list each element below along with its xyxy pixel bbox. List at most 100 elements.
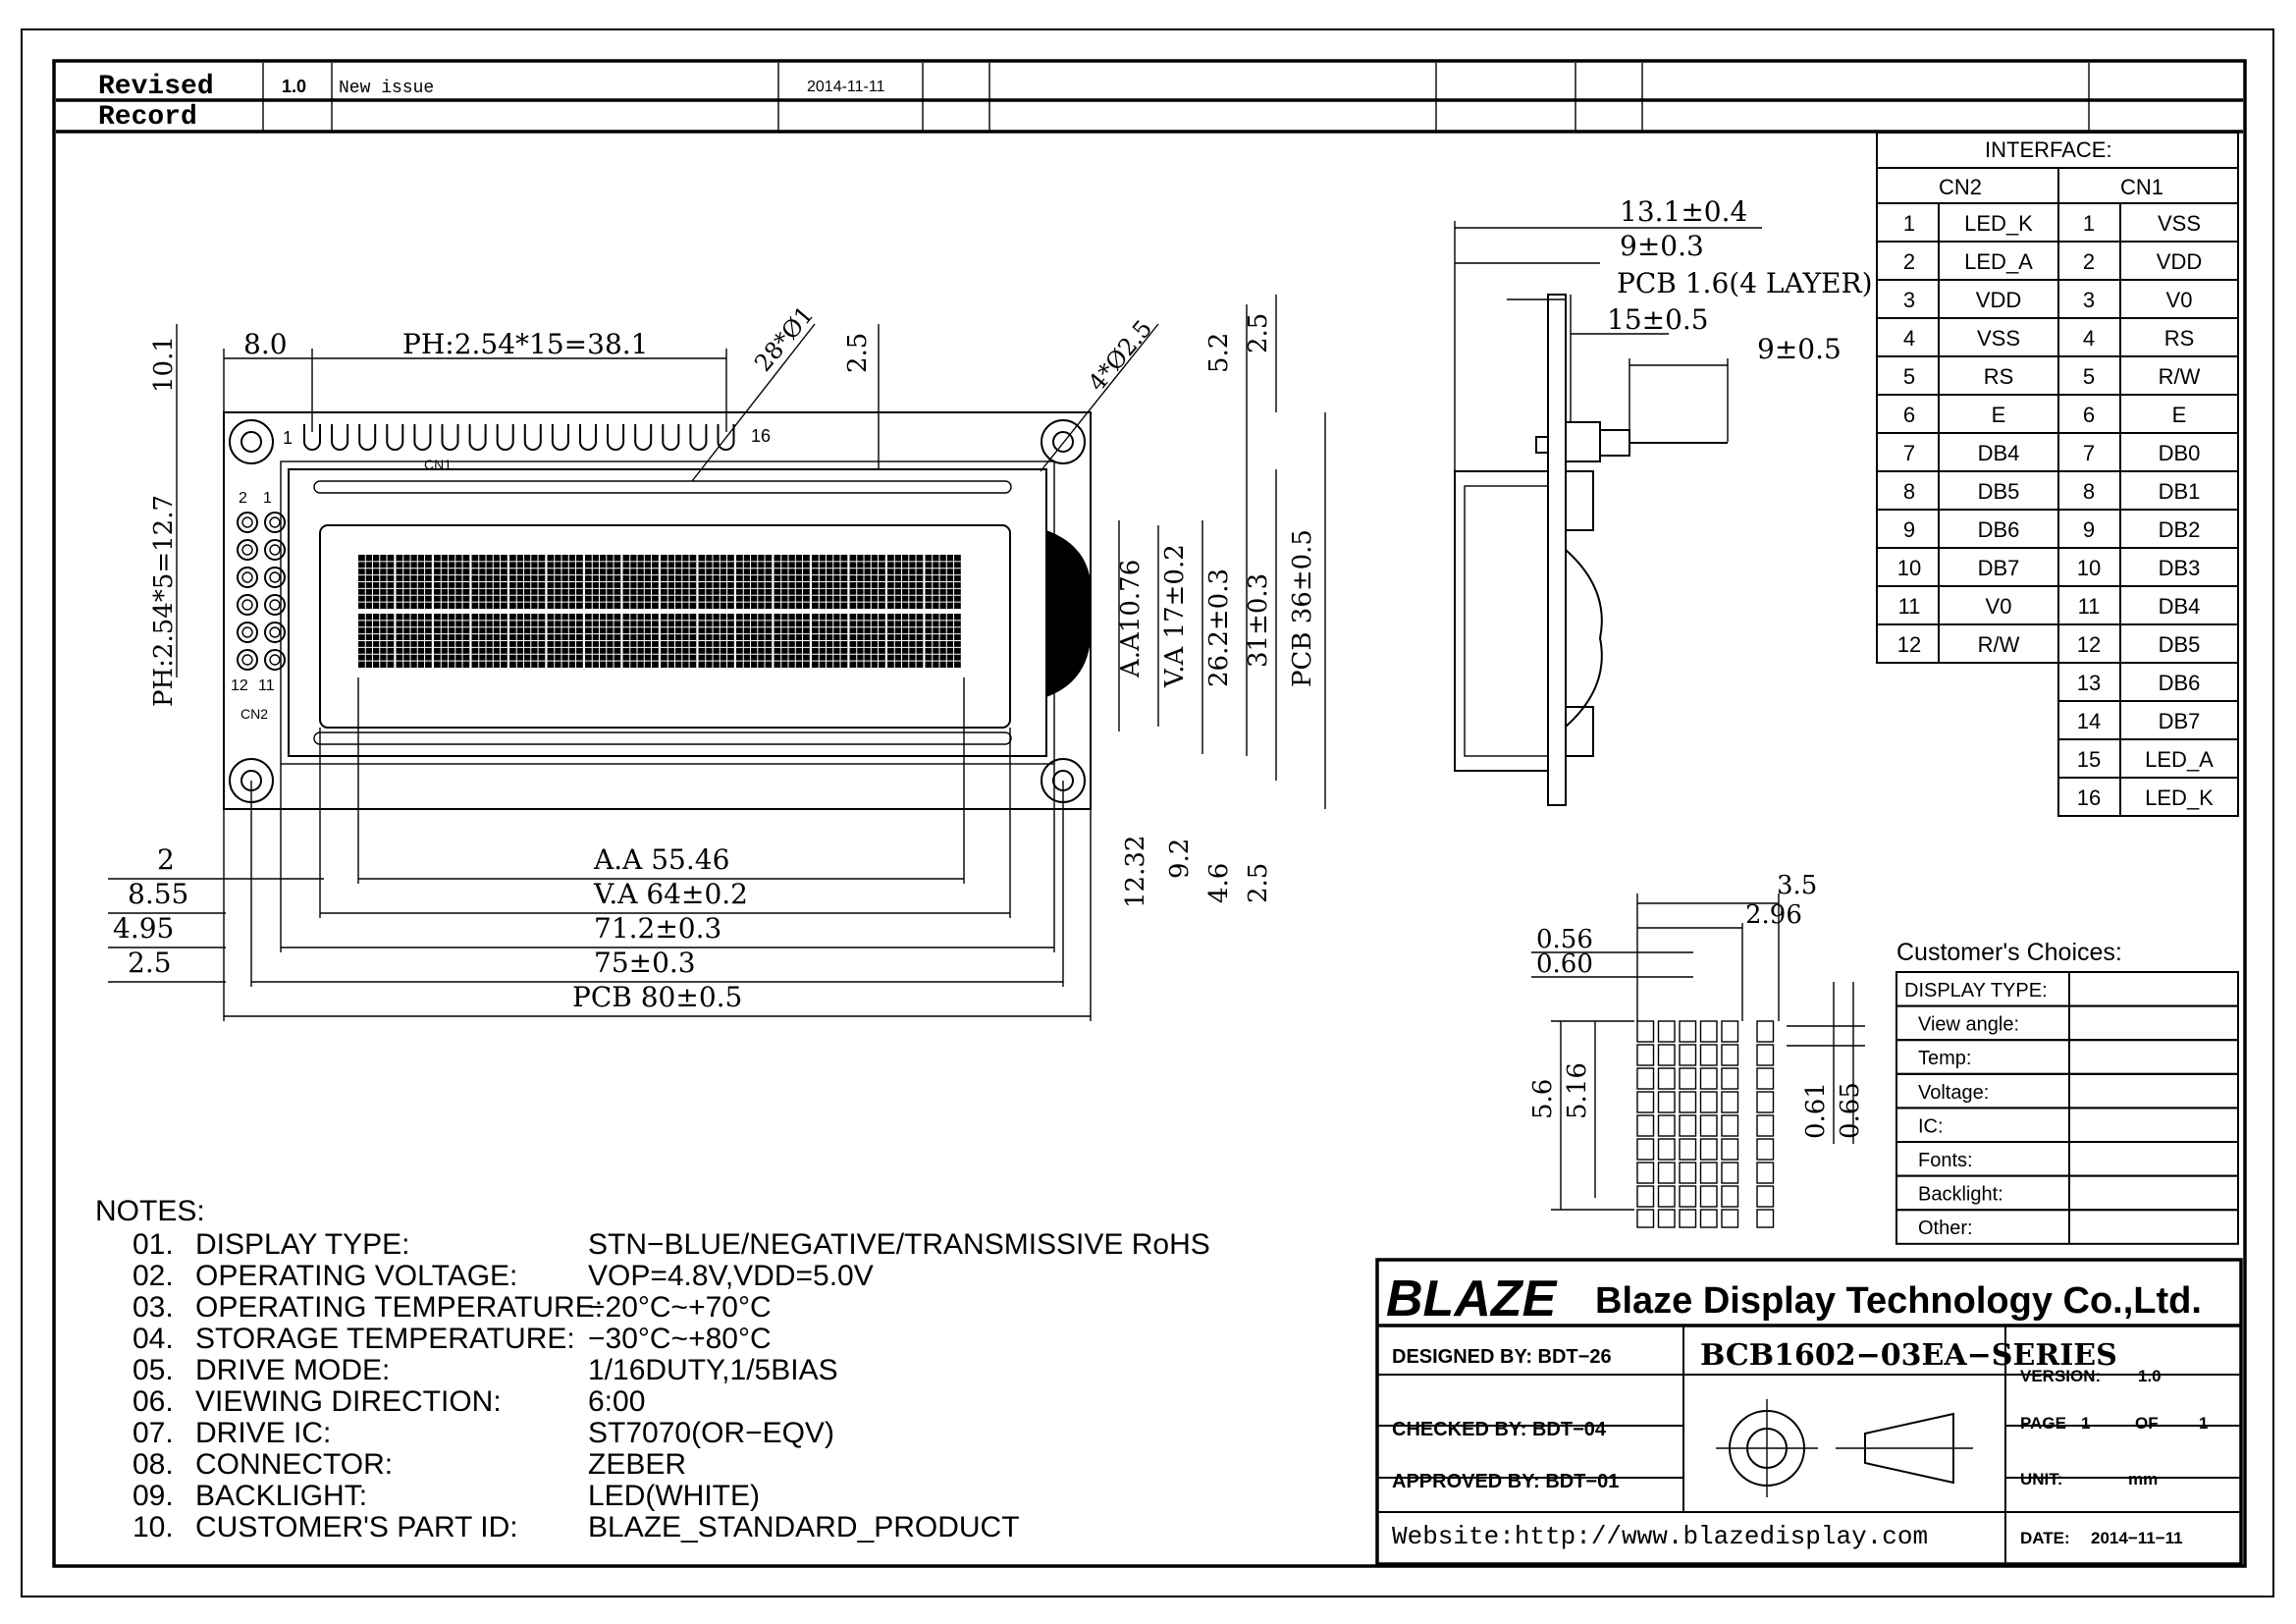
- note-value: BLAZE_STANDARD_PRODUCT: [588, 1511, 1020, 1543]
- dim-10-1: 10.1: [149, 336, 179, 393]
- dot-cell: [1721, 1020, 1739, 1043]
- dim-5-6: 5.6: [1528, 1079, 1558, 1119]
- cn1-signal: DB2: [2159, 517, 2201, 542]
- dot-cell: [1721, 1091, 1739, 1113]
- dot-cell: [1636, 1020, 1655, 1043]
- cn1-pin-number: 16: [2077, 785, 2101, 810]
- note-value: 6:00: [588, 1385, 646, 1418]
- cn2-pin-number: 2: [1903, 249, 1915, 274]
- dim-pitch-left: PH:2.54*5=12.7: [149, 495, 179, 707]
- choice-label: Other:: [1918, 1218, 1973, 1239]
- dot-cell: [1721, 1067, 1739, 1090]
- dim-0-60: 0.60: [1536, 949, 1593, 979]
- cn2-signal: RS: [1984, 364, 2014, 389]
- cn2-signal: DB5: [1978, 479, 2020, 504]
- note-item: 01.DISPLAY TYPE:STN−BLUE/NEGATIVE/TRANSM…: [133, 1229, 1210, 1261]
- note-label: DISPLAY TYPE:: [195, 1228, 410, 1261]
- cn2-pin-number: 10: [1897, 556, 1921, 580]
- dim-26-2: 26.2±0.3: [1204, 568, 1234, 687]
- company-logo: BLAZE: [1386, 1271, 1558, 1327]
- dim-0-65: 0.65: [1836, 1082, 1865, 1139]
- revision-label-1: Revised: [98, 72, 214, 102]
- cn2-pin: [264, 567, 286, 588]
- note-label: BACKLIGHT:: [195, 1480, 368, 1512]
- note-value: ST7070(OR−EQV): [588, 1417, 834, 1449]
- cn2-pins: [237, 512, 286, 671]
- cn1-signal: DB5: [2159, 632, 2201, 657]
- dim-2-5-right: 2.5: [1244, 313, 1273, 353]
- cn2-pin-number: 3: [1903, 288, 1915, 312]
- interface-title: INTERFACE:: [1985, 137, 2112, 162]
- cn2-header: CN2: [1939, 175, 1982, 199]
- dim-13-1: 13.1±0.4: [1620, 195, 1747, 228]
- note-label: STORAGE TEMPERATURE:: [195, 1323, 575, 1355]
- cn1-pin-number: 10: [2077, 556, 2101, 580]
- cn2-pin: [264, 539, 286, 561]
- notes-title: NOTES:: [95, 1195, 205, 1227]
- checked-by: CHECKED BY: BDT−04: [1392, 1419, 1607, 1440]
- dot-cell: [1657, 1138, 1676, 1161]
- dot-cell: [1699, 1185, 1718, 1208]
- cn1-signal: LED_K: [2145, 785, 2214, 810]
- cn1-pin-number: 5: [2083, 364, 2095, 389]
- of-value: 1: [2199, 1414, 2208, 1433]
- cn2-pin-11-label: 11: [258, 677, 275, 694]
- dot-cell: [1636, 1044, 1655, 1066]
- note-label: CUSTOMER'S PART ID:: [195, 1511, 518, 1543]
- dim-aa-height: A.A10.76: [1116, 560, 1146, 678]
- dim-12-32: 12.32: [1121, 836, 1150, 908]
- pin-16-label: 16: [751, 426, 771, 446]
- pin-1-label: 1: [283, 428, 293, 448]
- note-value: ZEBER: [588, 1448, 687, 1481]
- choice-label: Temp:: [1918, 1048, 1971, 1069]
- version-label: VERSION:: [2020, 1367, 2101, 1385]
- cn1-pin-number: 11: [2078, 594, 2101, 619]
- dot-cell: [1657, 1162, 1676, 1184]
- cn1-pin: [523, 424, 542, 451]
- website: Website:http://www.blazedisplay.com: [1392, 1522, 1928, 1551]
- cn2-pin-number: 9: [1903, 517, 1915, 542]
- dot-cell: [1679, 1185, 1697, 1208]
- dim-2-5-top: 2.5: [843, 333, 873, 373]
- cn2-pin: [264, 649, 286, 671]
- dot-cell: [1699, 1091, 1718, 1113]
- cn2-pin: [264, 512, 286, 533]
- cn1-pin-number: 9: [2083, 517, 2095, 542]
- title-block: BLAZE Blaze Display Technology Co.,Ltd. …: [1375, 1258, 2243, 1566]
- page-value: 1: [2081, 1414, 2090, 1433]
- dot-cell: [1721, 1185, 1739, 1208]
- cn1-signal: DB1: [2159, 479, 2201, 504]
- dim-9-2: 9.2: [1165, 839, 1195, 879]
- dim-2-5-left: 2.5: [128, 947, 172, 979]
- cn1-signal: E: [2172, 403, 2187, 427]
- cn2-signal: LED_K: [1964, 211, 2033, 236]
- company-name: Blaze Display Technology Co.,Ltd.: [1595, 1280, 2202, 1322]
- choice-label: Fonts:: [1918, 1150, 1973, 1171]
- dot-cell: [1699, 1114, 1718, 1137]
- cn1-signal: LED_A: [2145, 747, 2214, 772]
- cn2-pin: [237, 567, 258, 588]
- dot-cell: [1699, 1067, 1718, 1090]
- dot-cell: [1657, 1091, 1676, 1113]
- cn2-pin: [237, 594, 258, 616]
- choice-label: Voltage:: [1918, 1082, 1989, 1104]
- dim-8-0: 8.0: [243, 328, 288, 360]
- cn1-header: CN1: [2120, 175, 2163, 199]
- note-item: 03.OPERATING TEMPERATURE:−20°C~+70°C: [133, 1292, 1210, 1324]
- note-label: OPERATING VOLTAGE:: [195, 1260, 518, 1292]
- dot-cell: [1679, 1138, 1697, 1161]
- date-value: 2014−11−11: [2091, 1529, 2183, 1547]
- inner-border: [52, 59, 2247, 1568]
- cn2-pin-number: 11: [1898, 594, 1921, 619]
- dim-0-61: 0.61: [1801, 1082, 1831, 1139]
- note-item: 10.CUSTOMER'S PART ID:BLAZE_STANDARD_PRO…: [133, 1512, 1210, 1543]
- cn1-pin: [717, 424, 735, 451]
- note-label: DRIVE IC:: [195, 1417, 332, 1449]
- note-item: 04.STORAGE TEMPERATURE:−30°C~+80°C: [133, 1324, 1210, 1355]
- dot-cell: [1636, 1091, 1655, 1113]
- outer-border: [21, 28, 2274, 1597]
- dim-71-2: 71.2±0.3: [594, 912, 721, 945]
- dim-4-6: 4.6: [1204, 863, 1234, 903]
- cn1-pin-number: 8: [2083, 479, 2095, 504]
